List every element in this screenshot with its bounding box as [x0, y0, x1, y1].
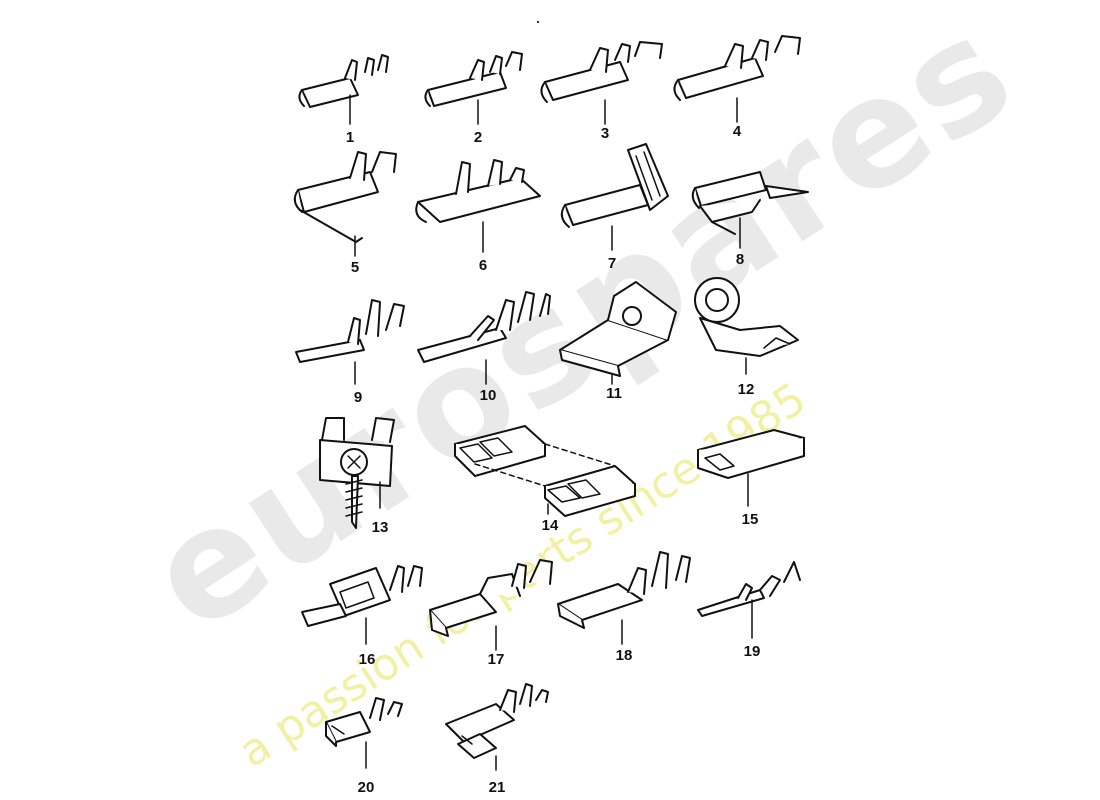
part-label-20: 20 — [358, 779, 375, 796]
part-21-terminal[interactable]: 21 — [445, 683, 549, 796]
part-19-pin-terminal[interactable]: 19 — [697, 561, 801, 660]
part-9-terminal[interactable]: 9 — [295, 299, 405, 406]
part-label-21: 21 — [489, 779, 506, 796]
part-label-14: 14 — [542, 517, 559, 534]
part-11-terminal[interactable]: 11 — [559, 281, 677, 402]
part-16-terminal[interactable]: 16 — [301, 565, 423, 668]
part-12-ring-terminal[interactable]: 12 — [694, 277, 799, 398]
part-label-18: 18 — [616, 647, 633, 664]
part-label-8: 8 — [736, 251, 744, 268]
part-8-terminal[interactable]: 8 — [691, 171, 809, 268]
part-label-1: 1 — [346, 129, 354, 146]
part-20-terminal[interactable]: 20 — [325, 697, 403, 796]
part-label-17: 17 — [488, 651, 505, 668]
part-label-2: 2 — [474, 129, 482, 146]
part-label-3: 3 — [601, 125, 609, 142]
part-label-13: 13 — [372, 519, 389, 536]
part-7-terminal[interactable]: 7 — [560, 143, 669, 272]
part-label-5: 5 — [351, 259, 359, 276]
part-14-connector-housing[interactable]: 14 — [454, 425, 636, 534]
part-18-terminal[interactable]: 18 — [557, 551, 691, 664]
part-label-11: 11 — [606, 385, 622, 402]
part-13-clip-screw[interactable]: 13 — [319, 417, 395, 536]
part-label-9: 9 — [354, 389, 362, 406]
part-label-19: 19 — [744, 643, 761, 660]
part-label-10: 10 — [480, 387, 497, 404]
part-10-terminal[interactable]: 10 — [417, 291, 551, 404]
part-1-terminal[interactable]: 1 — [298, 54, 389, 146]
part-6-terminal[interactable]: 6 — [415, 159, 541, 274]
part-5-terminal[interactable]: 5 — [293, 151, 397, 276]
part-label-16: 16 — [359, 651, 376, 668]
part-label-12: 12 — [738, 381, 755, 398]
part-17-terminal[interactable]: 17 — [429, 559, 553, 668]
part-2-terminal[interactable]: 2 — [424, 51, 523, 146]
part-15-connector-housing[interactable]: 15 — [697, 429, 805, 528]
part-4-terminal[interactable]: 4 — [673, 35, 801, 140]
part-label-4: 4 — [733, 123, 742, 140]
part-label-7: 7 — [608, 255, 616, 272]
part-label-6: 6 — [479, 257, 487, 274]
part-3-terminal[interactable]: 3 — [540, 41, 663, 142]
part-label-15: 15 — [742, 511, 759, 528]
